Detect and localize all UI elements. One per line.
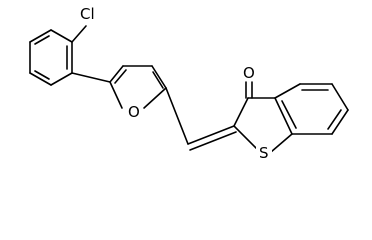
sulfur-atom: S	[256, 144, 272, 162]
furan-ring	[109, 65, 167, 109]
furan-oxygen-label: O	[128, 103, 140, 121]
ketone-oxygen-label: O	[243, 64, 255, 82]
benzo-ring	[274, 83, 349, 135]
chlorophenyl-ring	[29, 29, 73, 86]
furan-oxygen-atom: O	[125, 103, 141, 121]
sulfur-label: S	[259, 144, 269, 162]
exocyclic-double-bond	[187, 125, 237, 151]
chlorine-label: Cl	[80, 5, 95, 23]
c-cl-bond	[71, 25, 87, 43]
chlorine-atom: Cl	[80, 5, 95, 23]
chemical-structure: Cl O O S	[29, 5, 349, 162]
ketone-double-bond	[245, 81, 253, 99]
aryl-furan-bond	[71, 72, 111, 83]
structure-canvas: Cl O O S	[29, 5, 349, 162]
thiophenone-ring	[233, 97, 293, 153]
furan-methine-bond	[165, 87, 189, 145]
ketone-oxygen-atom: O	[243, 64, 255, 82]
